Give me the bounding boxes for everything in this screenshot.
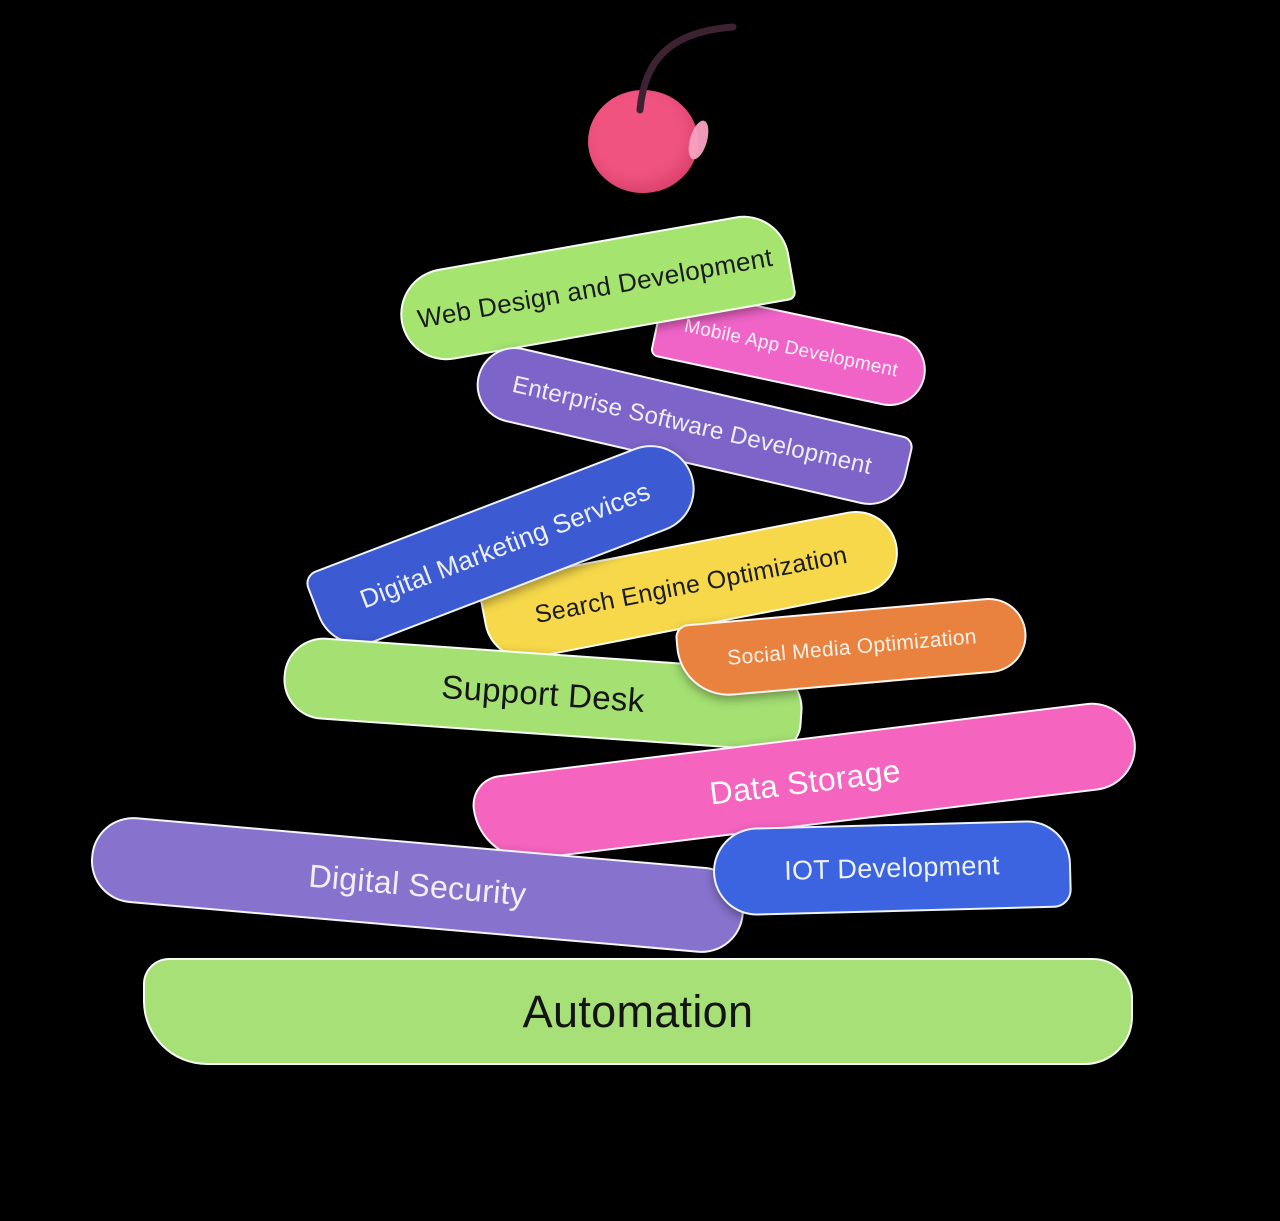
bar-digital-security-label: Digital Security — [307, 857, 528, 912]
cherry-icon — [560, 10, 780, 210]
bar-iot-development-label: IOT Development — [783, 849, 1001, 886]
bar-automation-label: Automation — [522, 985, 754, 1037]
bar-mobile-app-label: Mobile App Development — [682, 315, 900, 382]
bar-automation: Automation — [143, 958, 1133, 1065]
bar-social-media-label: Social Media Optimization — [726, 624, 978, 670]
cherry-stem-icon — [636, 23, 737, 114]
bar-iot-development: IOT Development — [711, 819, 1073, 917]
cherry-stem-path — [636, 23, 737, 114]
bar-support-desk-label: Support Desk — [440, 667, 646, 720]
bar-data-storage-label: Data Storage — [707, 751, 903, 812]
